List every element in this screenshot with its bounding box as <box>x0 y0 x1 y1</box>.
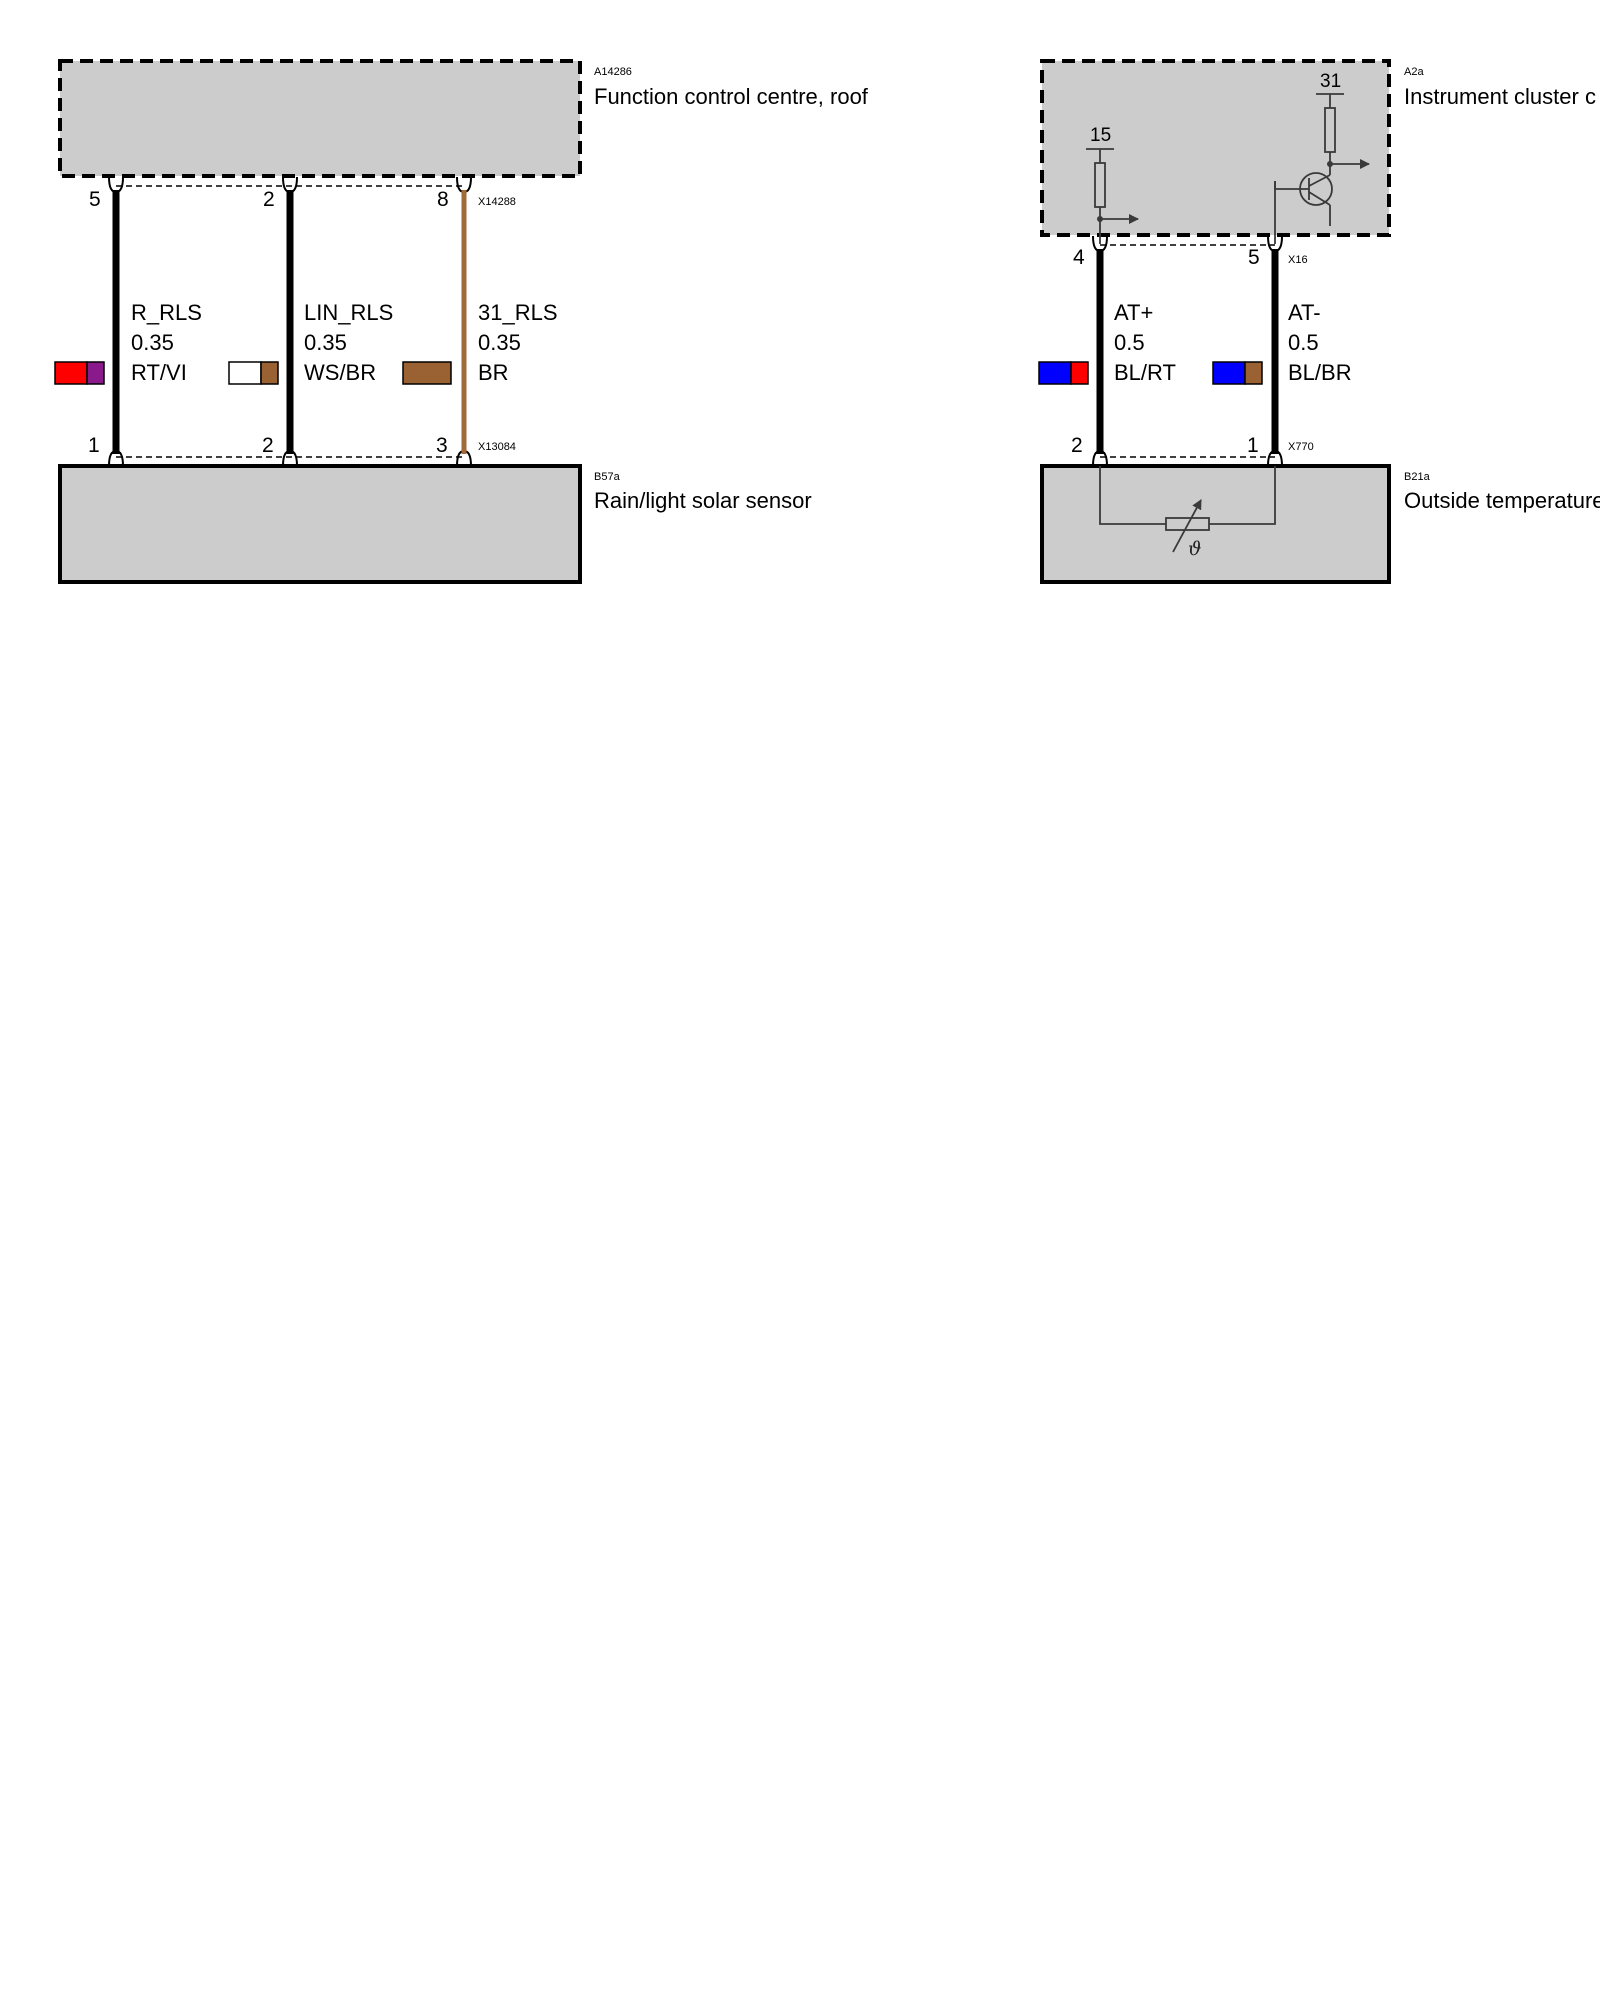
transistor-icon <box>1298 172 1333 226</box>
left-diagram: A14286 Function control centre, roof B57… <box>54 59 869 584</box>
wire-size: 0.35 <box>478 330 521 355</box>
wire-color-swatch <box>54 361 105 385</box>
pin-bottom: 2 <box>1071 434 1083 457</box>
thermistor-body <box>1165 517 1210 531</box>
wire-color-code: RT/VI <box>131 360 187 385</box>
top-connector-id: X16 <box>1288 254 1308 266</box>
pin-top: 8 <box>437 188 449 211</box>
bottom-connector-id: X13084 <box>478 441 516 453</box>
wire-at-plus[interactable]: 4 2 AT+ 0.5 BL/RT <box>1038 235 1176 467</box>
pin-top: 5 <box>1248 246 1260 269</box>
pin-top: 5 <box>89 188 101 211</box>
bottom-component-id: B21a <box>1404 471 1431 483</box>
wire-color-swatch <box>228 361 279 385</box>
bottom-component-name: Rain/light solar sensor <box>594 488 812 513</box>
wire-signal: AT+ <box>1114 300 1153 325</box>
top-component-id: A14286 <box>594 66 632 78</box>
pin-bottom: 1 <box>1247 434 1259 457</box>
wire-color-swatch <box>1038 361 1089 385</box>
top-connector-id: X14288 <box>478 196 516 208</box>
wire-color-swatch <box>1212 361 1263 385</box>
thermistor-icon: ϑ <box>1099 466 1276 560</box>
wire-size: 0.35 <box>131 330 174 355</box>
terminal-31-label: 31 <box>1320 71 1341 92</box>
wire-size: 0.5 <box>1288 330 1319 355</box>
pin-bottom: 3 <box>436 434 448 457</box>
bottom-connector-id: X770 <box>1288 441 1314 453</box>
pin-bottom: 2 <box>262 434 274 457</box>
pin-cap-top <box>108 176 124 194</box>
terminal-15-label: 15 <box>1090 125 1111 146</box>
pin-top: 2 <box>263 188 275 211</box>
wire-color-code: WS/BR <box>304 360 376 385</box>
wire-lin-rls[interactable]: 2 2 LIN_RLS 0.35 WS/BR <box>228 176 393 467</box>
pin-cap-top <box>282 176 298 194</box>
rain-light-sensor-box[interactable] <box>58 464 582 584</box>
wire-signal: LIN_RLS <box>304 300 393 325</box>
bottom-component-id: B57a <box>594 471 621 483</box>
function-control-centre-box[interactable] <box>58 59 582 178</box>
wire-signal: R_RLS <box>131 300 202 325</box>
bottom-component-name: Outside temperature <box>1404 488 1600 513</box>
thermistor-lead-right <box>1209 466 1276 525</box>
wire-color-code: BL/BR <box>1288 360 1352 385</box>
theta-symbol: ϑ <box>1188 538 1202 560</box>
wire-31-rls[interactable]: 8 3 31_RLS 0.35 BR <box>402 176 558 467</box>
top-component-id: A2a <box>1404 66 1424 78</box>
variable-arrow-icon <box>1172 499 1202 553</box>
instrument-cluster-internal-circuit: 15 31 <box>1086 71 1370 244</box>
instrument-cluster-box[interactable] <box>1040 59 1391 237</box>
wire-size: 0.5 <box>1114 330 1145 355</box>
wire-at-minus[interactable]: 5 1 AT- 0.5 BL/BR <box>1212 235 1352 467</box>
wire-signal: 31_RLS <box>478 300 558 325</box>
right-diagram: A2a Instrument cluster c B21a Outside te… <box>1038 59 1600 584</box>
wire-color-swatch <box>402 361 452 385</box>
wire-signal: AT- <box>1288 300 1321 325</box>
wire-r-rls[interactable]: 5 1 R_RLS 0.35 RT/VI <box>54 176 202 467</box>
thermistor-lead-left <box>1099 466 1166 525</box>
wire-size: 0.35 <box>304 330 347 355</box>
pin-cap-top <box>456 176 472 194</box>
wire-color-code: BL/RT <box>1114 360 1176 385</box>
top-component-name: Instrument cluster c <box>1404 84 1596 109</box>
pin-bottom: 1 <box>88 434 100 457</box>
wire-color-code: BR <box>478 360 509 385</box>
top-component-name: Function control centre, roof <box>594 84 869 109</box>
pin-top: 4 <box>1073 246 1085 269</box>
